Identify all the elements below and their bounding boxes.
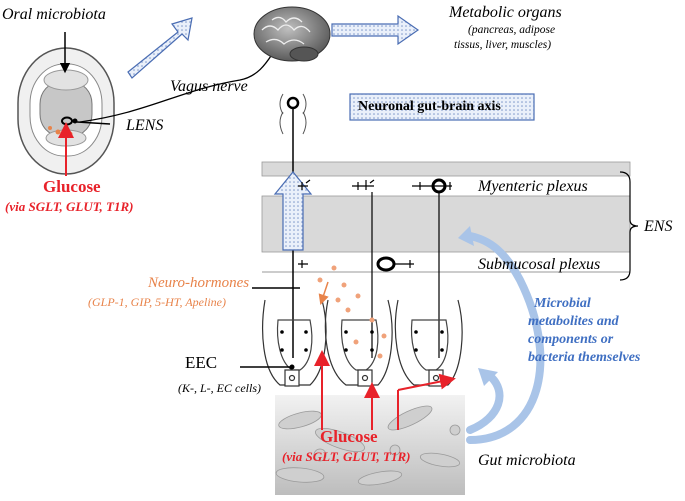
lens-pointer <box>76 121 111 125</box>
eec-sub-label: (K-, L-, EC cells) <box>178 381 261 395</box>
glucose-arrow-3 <box>397 373 456 391</box>
brain-icon <box>253 6 331 62</box>
microbial-line-2: metabolites and <box>528 314 619 329</box>
neuro-hormones-arrow <box>318 281 329 305</box>
submucosal-neurons <box>298 256 414 272</box>
microbial-arrow-lower <box>466 372 504 434</box>
glucose-oral-sub-label: (via SGLT, GLUT, T1R) <box>5 199 134 214</box>
neuronal-axis-label: Neuronal gut-brain axis <box>358 99 501 114</box>
myenteric-neurons <box>298 178 452 194</box>
glucose-gut-label: Glucose <box>320 427 378 446</box>
mouth-icon <box>17 47 115 175</box>
gut-microbiota-image <box>275 395 465 495</box>
vagus-ganglion <box>286 96 300 110</box>
metabolic-organs-label: Metabolic organs <box>449 4 562 21</box>
neuro-hormones-sub-label: (GLP-1, GIP, 5-HT, Apeline) <box>88 295 226 309</box>
glucose-gut-sub-label: (via SGLT, GLUT, T1R) <box>282 449 411 464</box>
oral-microbiota-label: Oral microbiota <box>2 6 106 23</box>
myenteric-band-top <box>261 161 631 177</box>
microbial-line-4: bacteria themselves <box>528 350 641 365</box>
brain-to-organs-arrow <box>331 14 420 46</box>
submucosal-plexus-label: Submucosal plexus <box>478 256 601 273</box>
lens-label: LENS <box>126 117 164 134</box>
metabolic-organs-sub1: (pancreas, adipose <box>468 24 556 36</box>
neuro-hormones-label: Neuro-hormones <box>148 275 250 291</box>
neuronal-axis-box <box>349 93 535 121</box>
metabolic-organs-sub2: tissus, liver, muscles) <box>454 39 552 51</box>
myenteric-plexus-label: Myenteric plexus <box>478 178 588 195</box>
oral-to-brain-arrow <box>127 17 193 79</box>
villi <box>262 299 463 387</box>
glucose-oral-label: Glucose <box>43 177 101 196</box>
microbial-arrow-upper <box>466 232 545 444</box>
muscle-band <box>261 195 631 253</box>
neuro-hormone-particles <box>317 265 387 359</box>
microbial-line-1: Microbial <box>534 296 591 311</box>
vagus-nerve-label: Vagus nerve <box>170 78 248 95</box>
ens-label: ENS <box>644 218 673 235</box>
eec-label: EEC <box>185 353 218 372</box>
vagus-nerve-line <box>79 49 276 123</box>
gut-microbiota-label: Gut microbiota <box>478 452 576 469</box>
nerve-endings <box>280 330 444 352</box>
ens-bracket <box>619 171 639 281</box>
microbial-line-3: components or <box>528 332 614 347</box>
